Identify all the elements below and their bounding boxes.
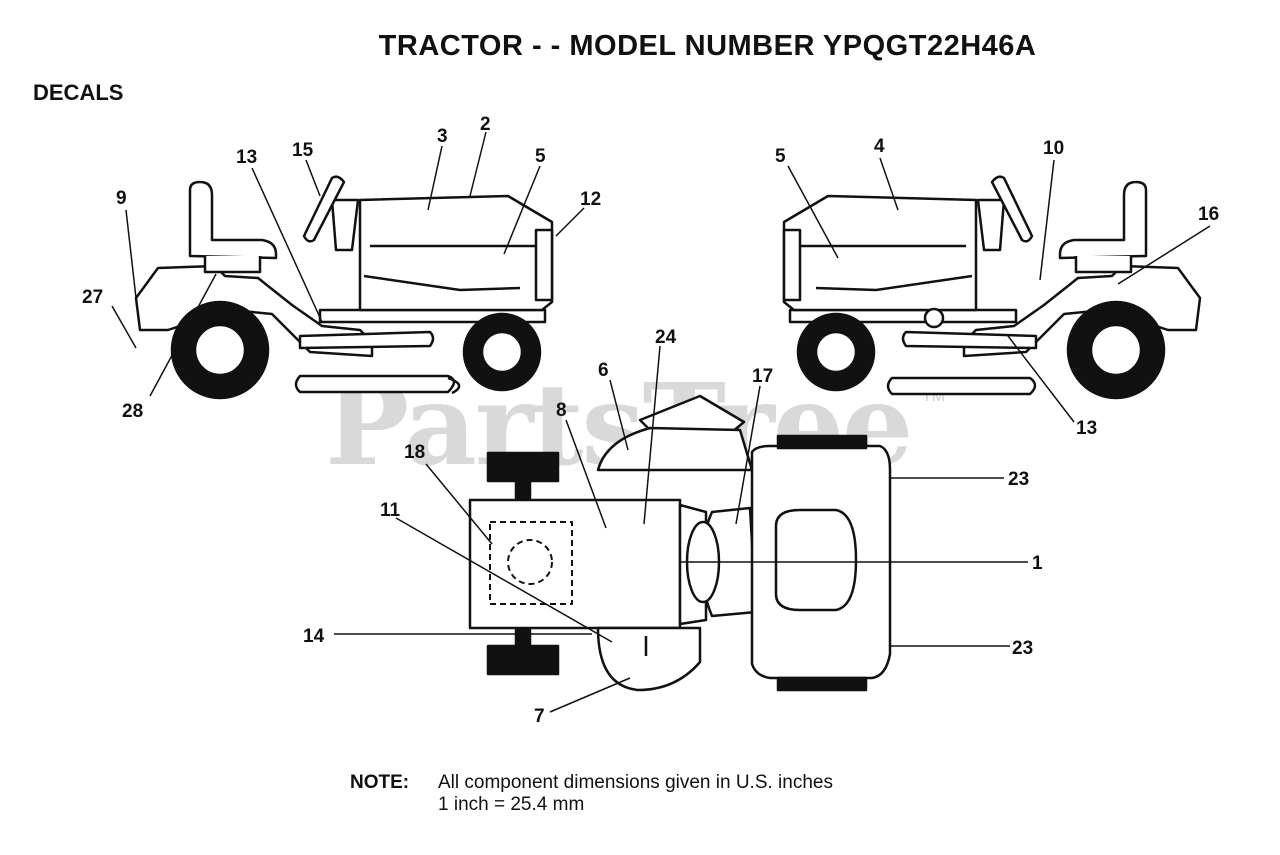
callout-top-7: 7 bbox=[534, 706, 545, 727]
callout-top-14: 14 bbox=[303, 626, 325, 647]
leader-lines bbox=[111, 131, 1211, 713]
callout-top-18: 18 bbox=[404, 442, 425, 463]
callout-top-8: 8 bbox=[556, 400, 567, 421]
note-line-2: 1 inch = 25.4 mm bbox=[438, 794, 585, 815]
callout-top-24: 24 bbox=[655, 327, 677, 348]
callout-right-10: 10 bbox=[1043, 138, 1064, 159]
tractor-right-view bbox=[782, 175, 1202, 400]
callout-left-13: 13 bbox=[236, 147, 257, 168]
callout-left-3: 3 bbox=[437, 126, 448, 147]
callout-left-15: 15 bbox=[292, 140, 314, 161]
note-label: NOTE: bbox=[350, 772, 410, 793]
callout-left-28: 28 bbox=[122, 401, 143, 422]
callout-top-6: 6 bbox=[598, 360, 609, 381]
callout-top-1: 1 bbox=[1032, 553, 1043, 574]
callout-left-12: 12 bbox=[580, 189, 601, 210]
tractor-top-view bbox=[468, 394, 892, 692]
callout-right-4: 4 bbox=[874, 136, 885, 157]
callout-numbers: 9 27 13 15 3 2 5 12 28 5 4 10 16 13 6 24… bbox=[82, 114, 1219, 727]
tractor-left-view bbox=[134, 175, 554, 400]
page-title: TRACTOR - - MODEL NUMBER YPQGT22H46A bbox=[378, 30, 1037, 62]
note-block: NOTE: All component dimensions given in U… bbox=[350, 772, 833, 816]
callout-right-16: 16 bbox=[1198, 204, 1219, 225]
callout-top-17: 17 bbox=[752, 366, 773, 387]
callout-top-23-upper: 23 bbox=[1008, 469, 1029, 490]
callout-left-2: 2 bbox=[480, 114, 491, 135]
note-line-1: All component dimensions given in U.S. i… bbox=[438, 772, 833, 793]
callout-left-9: 9 bbox=[116, 188, 127, 209]
callout-top-23-lower: 23 bbox=[1012, 638, 1033, 659]
callout-right-13: 13 bbox=[1076, 418, 1097, 439]
callout-left-27: 27 bbox=[82, 287, 103, 308]
section-label: DECALS bbox=[33, 80, 124, 105]
callout-right-5: 5 bbox=[775, 146, 786, 167]
callout-top-11: 11 bbox=[380, 500, 401, 521]
note-text: All component dimensions given in U.S. i… bbox=[438, 772, 833, 816]
callout-left-5: 5 bbox=[535, 146, 546, 167]
